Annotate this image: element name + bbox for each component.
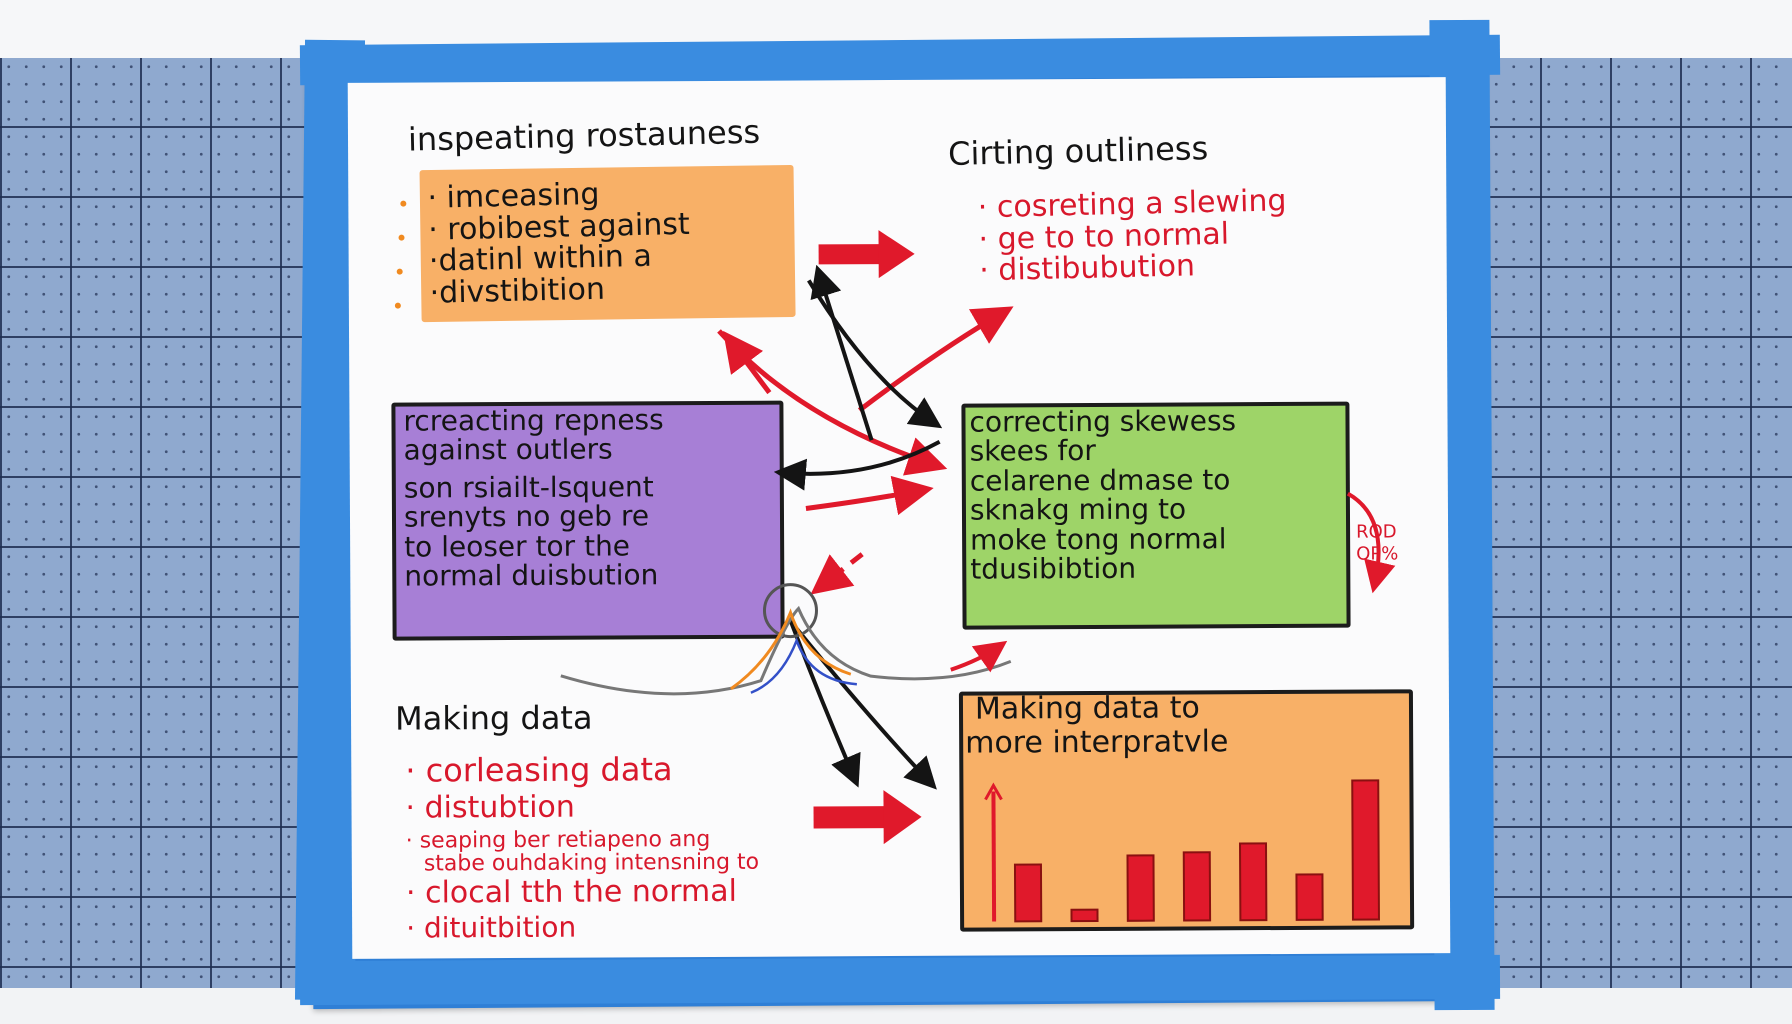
chart-y-axis-arrowhead [984,782,1003,801]
chart-bar [1070,908,1099,923]
normal-curve-grey [560,605,1012,696]
whiteboard: inspeating rostauness · imceasing · robi… [347,77,1451,959]
black-arrow-to-purple [773,440,941,491]
normal-curve-blue [750,636,857,694]
bold-red-arrow-top [818,230,915,279]
black-arrow-to-green [807,279,943,429]
bar-chart [984,779,1380,923]
red-arrow-to-green-middle [805,475,934,516]
red-arrow-to-chart [950,640,1008,673]
black-arrow-to-chart [795,627,937,790]
red-arrow-to-top-right [857,306,1014,413]
red-dashed-arrow [810,552,864,595]
chart-bar [1013,863,1043,923]
red-curved-side-arrow [1346,491,1396,594]
normal-curve-orange [730,608,852,691]
black-arrow-up [810,264,874,441]
chart-bar [1238,842,1268,922]
arrows-layer [560,230,1396,845]
chart-bar [1351,779,1380,921]
bold-red-arrow-bottom [813,790,922,845]
red-arrow-double [723,330,772,395]
chart-bar [1295,873,1324,921]
black-arrow-to-chart-left [788,619,861,788]
bar-chart-box [958,689,1415,932]
focus-circle [762,583,818,639]
chart-y-axis [991,791,997,922]
tape-bottom [299,954,1501,1006]
chart-bar [1182,851,1212,922]
chart-bar [1126,854,1155,922]
